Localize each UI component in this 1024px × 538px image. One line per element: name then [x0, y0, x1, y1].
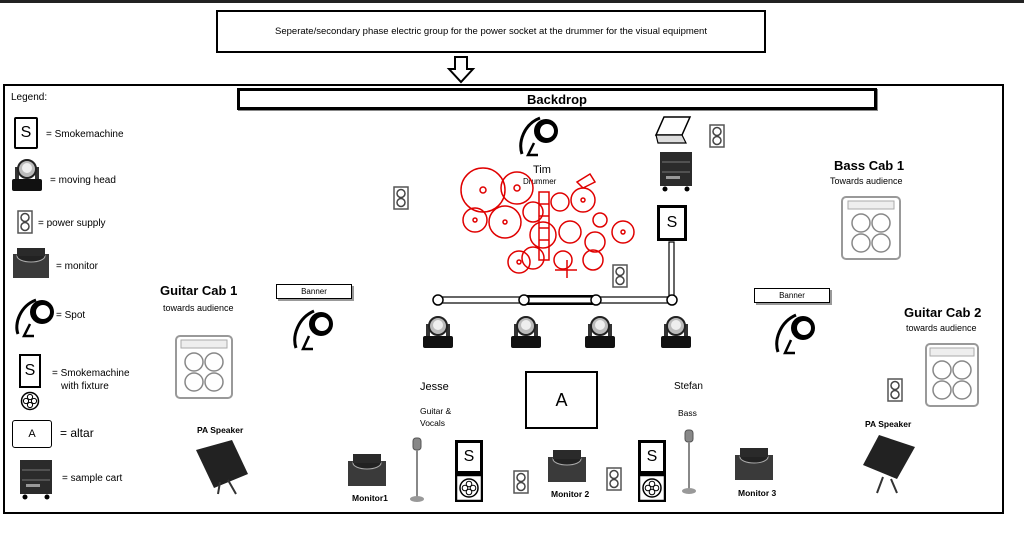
legend-sample-cart-label: = sample cart: [62, 473, 123, 484]
power-supply-icon: [393, 186, 409, 210]
legend-smoke-fixture-icon: S: [19, 354, 41, 388]
legend-altar-letter: A: [28, 428, 36, 440]
sample-cart-icon: [660, 152, 692, 192]
legend-moving-head-icon: [12, 159, 42, 191]
legend-power-supply-icon: [17, 210, 33, 234]
legend-altar-icon: A: [12, 420, 52, 448]
smokemachine-drummer: S: [657, 205, 687, 241]
bass-cab-icon: [841, 196, 901, 260]
mic-stand-icon: [682, 429, 696, 494]
fixture-fan-icon: [638, 474, 666, 502]
drummer-name: Tim: [533, 164, 551, 176]
bass-cab-sub: Towards audience: [830, 176, 903, 186]
legend-moving-head-label: = moving head: [50, 175, 116, 186]
smokemachine-drummer-letter: S: [666, 214, 678, 231]
top-edge-line: [0, 0, 1024, 3]
down-arrow-icon: [446, 56, 476, 84]
drum-kit-icon: [460, 167, 635, 278]
smokemachine-stefan: S: [638, 440, 666, 474]
pa-speaker-left-label: PA Speaker: [197, 425, 244, 435]
guitar-cab-2-icon: [925, 343, 979, 407]
jesse-role-2: Vocals: [420, 418, 446, 428]
legend-fixture-fan-icon: [20, 391, 40, 411]
backdrop: Backdrop: [237, 88, 877, 110]
legend-monitor-label: = monitor: [56, 261, 98, 272]
backdrop-label: Backdrop: [527, 91, 587, 107]
guitar-cab-1-icon: [175, 335, 233, 399]
banner-right-label: Banner: [779, 291, 805, 300]
legend-monitor-icon: [13, 248, 49, 278]
stage-outline: [3, 84, 1004, 514]
jesse-name: Jesse: [420, 381, 449, 393]
moving-head-icon: [661, 316, 691, 348]
phase-note-text: Seperate/secondary phase electric group …: [275, 26, 707, 37]
monitor-2-icon: [548, 450, 586, 482]
stefan-role: Bass: [678, 408, 697, 418]
altar-letter: A: [555, 389, 568, 410]
banner-left: Banner: [276, 284, 352, 299]
smokemachine-jesse-letter: S: [463, 448, 475, 465]
legend-title: Legend:: [11, 92, 48, 103]
monitor-1-icon: [348, 454, 386, 486]
monitor-3-icon: [735, 448, 773, 480]
power-supply-icon: [709, 124, 725, 148]
arrow-background: [213, 56, 769, 82]
moving-head-icon: [585, 316, 615, 348]
legend-spot-label: = Spot: [56, 310, 86, 321]
monitor-2-label: Monitor 2: [551, 489, 590, 499]
smokemachine-jesse: S: [455, 440, 483, 474]
lighting-truss: [432, 241, 678, 306]
jesse-role-1: Guitar &: [420, 406, 452, 416]
legend-smokemachine-icon: S: [14, 117, 38, 149]
guitar-cab-1-sub: towards audience: [163, 303, 234, 313]
drummer-role: Drummer: [523, 177, 557, 186]
monitor-1-label: Monitor1: [352, 493, 388, 503]
legend-sample-cart-icon: [20, 460, 52, 500]
stefan-name: Stefan: [674, 381, 703, 392]
pa-speaker-right-icon: [863, 435, 915, 494]
legend-smoke-fixture-letter: S: [24, 362, 36, 379]
drummer-spot-icon: [519, 116, 558, 157]
legend-smokemachine-label: = Smokemachine: [46, 129, 124, 140]
power-supply-icon: [612, 264, 628, 288]
guitar-cab-1-title: Guitar Cab 1: [160, 283, 238, 298]
power-supply-icon: [887, 378, 903, 402]
fixture-fan-icon: [455, 474, 483, 502]
laptop-icon: [654, 116, 692, 144]
power-supply-icon: [606, 467, 622, 491]
pa-speaker-right-label: PA Speaker: [865, 419, 912, 429]
banner-left-label: Banner: [301, 287, 327, 296]
legend-smoke-letter: S: [20, 124, 32, 141]
moving-head-icon: [423, 316, 453, 348]
legend-smoke-fixture-label-1: = Smokemachine: [52, 368, 130, 379]
pa-speaker-left-icon: [196, 440, 248, 495]
phase-note-box: Seperate/secondary phase electric group …: [216, 10, 766, 53]
bass-cab-title: Bass Cab 1: [834, 158, 905, 173]
moving-head-icon: [511, 316, 541, 348]
legend-spot-icon: [15, 298, 54, 338]
legend-altar-label: = altar: [60, 426, 94, 440]
altar-box: A: [525, 371, 598, 429]
guitar-cab-2-title: Guitar Cab 2: [904, 305, 982, 320]
mic-stand-icon: [410, 437, 424, 502]
legend-smoke-fixture-label-2: with fixture: [61, 381, 109, 392]
banner-right: Banner: [754, 288, 830, 303]
spot-right-icon: [775, 313, 815, 355]
spot-left-icon: [293, 309, 333, 351]
legend-power-supply-label: = power supply: [38, 218, 106, 229]
monitor-3-label: Monitor 3: [738, 488, 777, 498]
guitar-cab-2-sub: towards audience: [906, 323, 977, 333]
power-supply-icon: [513, 470, 529, 494]
smokemachine-stefan-letter: S: [646, 448, 658, 465]
